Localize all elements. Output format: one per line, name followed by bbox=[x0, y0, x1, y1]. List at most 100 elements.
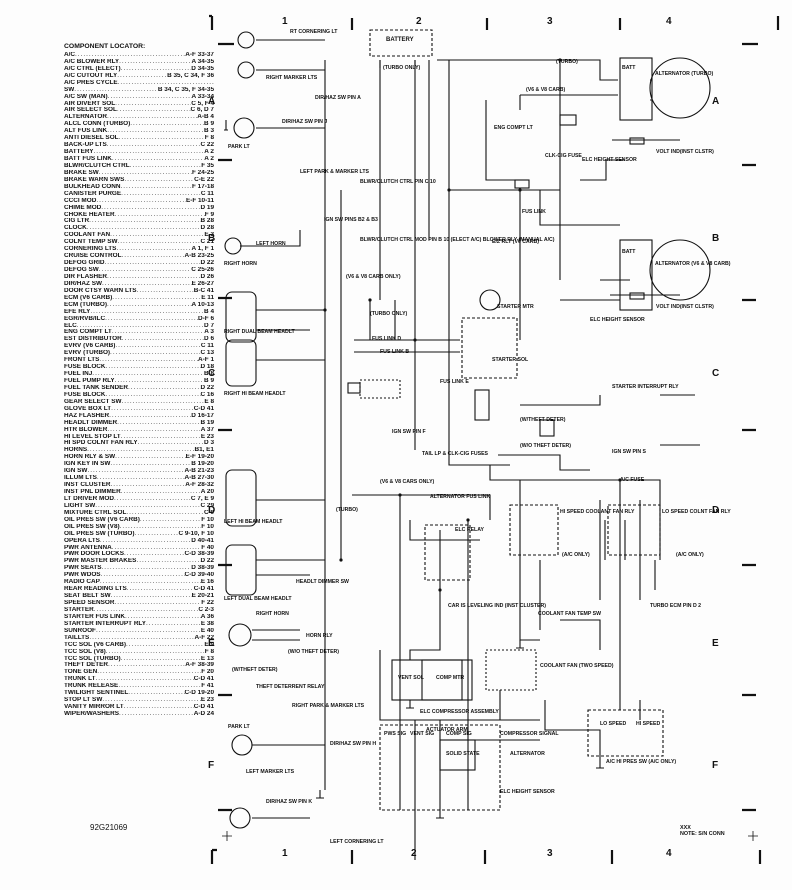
locator-entry-name: BATT FUS LINK bbox=[64, 156, 112, 162]
locator-entry-name: SPEED SENSOR bbox=[64, 600, 115, 606]
locator-entry-location: E 40 bbox=[200, 627, 214, 634]
locator-entry-location: B 4 bbox=[204, 308, 214, 315]
label-solid-state: SOLID STATE bbox=[446, 751, 480, 757]
row-d-left: D bbox=[208, 505, 216, 516]
locator-entry-name: STARTER FUS LINK bbox=[64, 613, 125, 620]
locator-entry: IGN KEY IN SWB 19-20 bbox=[64, 461, 214, 468]
locator-entry: FUEL PUMP RLYB 9 bbox=[64, 378, 214, 385]
locator-entry-name: DOOR CTSY WARN LTS bbox=[64, 287, 137, 294]
locator-entry: FUSE BLOCKC 16 bbox=[64, 392, 214, 399]
locator-entry-name: ILLUM LTS bbox=[64, 475, 97, 482]
label-dir-haz-a: DIR/HAZ SW PIN A bbox=[315, 95, 361, 101]
label-theft-relay: THEFT DETERRENT RELAY bbox=[256, 684, 325, 690]
locator-entry-name: LIGHT SW bbox=[64, 502, 96, 509]
locator-entry-name: A/C BLOWER RLY bbox=[64, 58, 120, 65]
locator-entry-name: CORNERING LTS bbox=[64, 246, 117, 253]
locator-entry-name: PWR ANTENNA bbox=[64, 544, 112, 551]
locator-entry-location: E 23 bbox=[200, 697, 214, 704]
locator-entry-name: ALCL CONN (TURBO) bbox=[64, 121, 131, 128]
ground-symbols bbox=[224, 120, 604, 819]
locator-entry-location: C 9 bbox=[204, 509, 214, 516]
locator-entry: A/C CUTOUT RLYB 35, C 34, F 36 bbox=[64, 73, 214, 80]
locator-entry-location: D 40-41 bbox=[191, 537, 214, 544]
note-sn-conn: XXX NOTE: S/N CONN bbox=[680, 825, 725, 837]
locator-entry-location: A-F 22 bbox=[194, 634, 214, 641]
column-1-bottom: 1 bbox=[282, 848, 288, 859]
locator-entry-name: FRONT LTS bbox=[64, 357, 100, 364]
label-turbo-ecm-small: (TURBO) bbox=[336, 507, 358, 513]
label-left-marker: LEFT MARKER LTS bbox=[246, 769, 295, 775]
locator-entry-name: ECM (TURBO) bbox=[64, 301, 107, 308]
locator-entry-name: FUEL PUMP RLY bbox=[64, 378, 115, 384]
locator-entry-name: A/C CTRL (ELECT) bbox=[64, 65, 121, 72]
locator-entry-name: FUEL TANK SENDER bbox=[64, 384, 129, 391]
locator-entry: EFE RLYB 4 bbox=[64, 309, 214, 316]
locator-entry-location: C 5, F 4 bbox=[191, 100, 214, 107]
locator-entry-name: VANITY MIRROR LT bbox=[64, 704, 124, 711]
locator-entry-location: C 6, D 7 bbox=[190, 107, 214, 114]
locator-entry-location: A 36 bbox=[200, 613, 214, 620]
locator-entry: CIG LTRB 28 bbox=[64, 218, 214, 225]
locator-entry: ELCD 7 bbox=[64, 323, 214, 330]
locator-entry: HI SPD COLNT FAN RLYD 3 bbox=[64, 440, 214, 447]
row-f-right: F bbox=[712, 760, 719, 771]
column-2-top: 2 bbox=[416, 16, 422, 27]
locator-title: COMPONENT LOCATOR: bbox=[64, 43, 146, 50]
label-right-park: RIGHT PARK & MARKER LTS bbox=[292, 703, 365, 709]
label-volt-v6: VOLT IND(INST CLSTR) bbox=[656, 304, 714, 310]
locator-entry-name: A/C bbox=[64, 51, 76, 58]
locator-entry-name: HTR BLOWER bbox=[64, 426, 108, 433]
locator-entry: HEADLT DIMMERB 19 bbox=[64, 420, 214, 427]
locator-entry-name: FUEL INJ bbox=[64, 371, 93, 378]
label-ign-sw-b: IGN SW PINS B2 & B3 bbox=[324, 217, 378, 223]
locator-entry-name: HORNS bbox=[64, 447, 88, 454]
label-starter-sol: STARTER SOL bbox=[492, 357, 529, 363]
locator-entry-name: COOLANT FAN bbox=[64, 232, 111, 239]
locator-entry: ALCL CONN (TURBO) B 9 bbox=[64, 121, 214, 128]
column-2-bottom: 2 bbox=[411, 848, 417, 859]
label-v6-v8-only: (V6 & V8 CARB ONLY) bbox=[346, 274, 401, 280]
locator-entry: COOLANT FANE 3 bbox=[64, 232, 214, 239]
alternator-turbo-symbol bbox=[612, 57, 711, 145]
locator-entry: INST PNL DIMMERA 20 bbox=[64, 489, 214, 496]
label-ez-rly: E/Z RLY (V6 CARB) bbox=[492, 239, 539, 245]
locator-entry-location: E 9 bbox=[204, 641, 214, 648]
locator-entry-location: A-F 1 bbox=[198, 357, 214, 364]
locator-entry-location: F 40 bbox=[201, 544, 214, 551]
locator-entry-location: C-D 19-20 bbox=[184, 690, 214, 697]
label-right-horn-2: RIGHT HORN bbox=[256, 611, 289, 617]
locator-entry-name: WIPER/WASHERS bbox=[64, 711, 120, 717]
locator-entry: PWR SEATSD 38-39 bbox=[64, 565, 214, 572]
locator-entry-name: HI SPD COLNT FAN RLY bbox=[64, 440, 138, 447]
front-lamps bbox=[224, 31, 325, 829]
label-headlt-dimmer: HEADLT DIMMER SW bbox=[296, 579, 349, 585]
locator-entry-location: F 9 bbox=[204, 211, 214, 218]
locator-entry-location: A-B 4 bbox=[197, 114, 214, 121]
locator-entry: A/C CTRL (ELECT)D 34-35 bbox=[64, 66, 214, 73]
locator-entry-location: A 2 bbox=[204, 149, 214, 156]
locator-entry-name: HORN RLY & SW bbox=[64, 454, 116, 461]
locator-entry-location: D 22 bbox=[200, 558, 215, 565]
row-d-right: D bbox=[712, 505, 720, 516]
note-xxx: XXX bbox=[680, 825, 691, 831]
locator-entry-location: E 38 bbox=[200, 620, 214, 627]
label-dir-haz-pin-k: DIR/HAZ SW PIN K bbox=[266, 799, 313, 805]
locator-entry: IGN SWA-B 21-23 bbox=[64, 468, 214, 475]
label-rt-cornering-lt: RT CORNERING LT bbox=[290, 29, 338, 35]
locator-entry-location: A-B 27-30 bbox=[184, 475, 214, 482]
label-w-theft: (W/THEFT DETER) bbox=[232, 667, 278, 673]
locator-entry: ECM (V6 CARB)E 11 bbox=[64, 295, 214, 302]
locator-entry-name: CHIME MOD bbox=[64, 204, 102, 211]
label-batt-2: BATT bbox=[622, 249, 636, 255]
locator-entry-location: B 9 bbox=[204, 121, 214, 128]
label-vent-sig: VENT SIG bbox=[410, 731, 435, 737]
label-horn-rly: HORN RLY bbox=[306, 633, 333, 639]
locator-entry-location: C 22 bbox=[200, 142, 215, 149]
label-coolant-temp: COOLANT FAN TEMP SW bbox=[538, 611, 602, 617]
locator-entry-name: CIG LTR bbox=[64, 218, 90, 225]
locator-entry-location: A 2 bbox=[204, 156, 214, 162]
locator-entry: PWR ANTENNA F 40 bbox=[64, 545, 214, 552]
locator-entry-name: EVRV (V6 CARB) bbox=[64, 343, 116, 350]
locator-entry: ALTERNATORA-B 4 bbox=[64, 114, 214, 121]
